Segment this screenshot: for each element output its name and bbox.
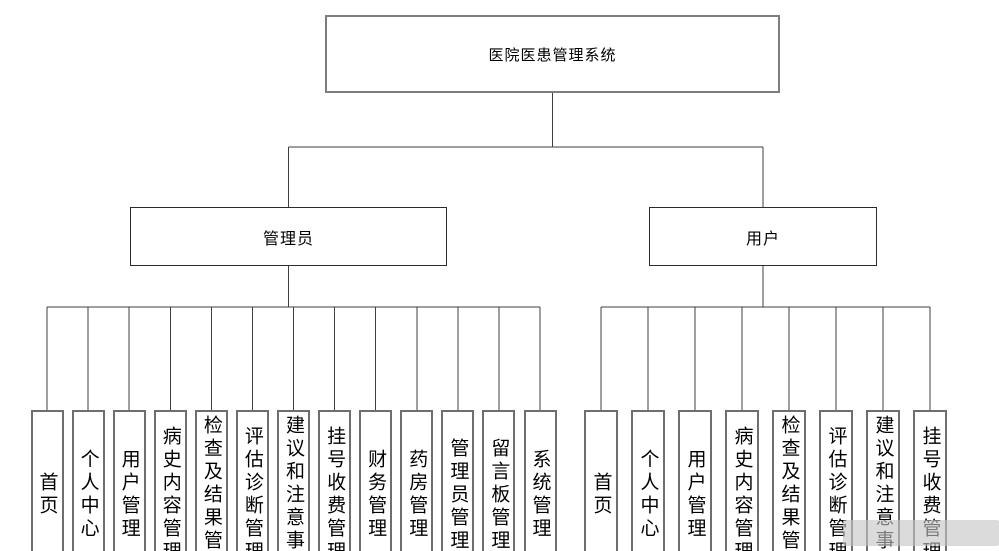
leaf-label: 检查及结果管理 bbox=[200, 414, 223, 551]
leaf-node-admin-3: 用户管理 bbox=[112, 410, 146, 551]
leaf-node-admin-2: 个人中心 bbox=[71, 410, 105, 551]
leaf-label: 病史内容管理 bbox=[731, 426, 754, 551]
leaf-label: 个人中心 bbox=[77, 449, 100, 541]
leaf-node-user-4: 病史内容管理 bbox=[725, 410, 759, 551]
leaf-label: 财务管理 bbox=[365, 449, 388, 541]
leaf-label: 留言板管理 bbox=[488, 437, 511, 551]
leaf-node-admin-13: 系统管理 bbox=[523, 410, 557, 551]
leaf-node-admin-5: 检查及结果管理 bbox=[194, 410, 228, 551]
leaf-label: 药房管理 bbox=[406, 449, 429, 541]
leaf-node-user-7: 建议和注意事项管理 bbox=[866, 410, 900, 551]
leaf-node-user-3: 用户管理 bbox=[678, 410, 712, 551]
leaf-node-user-5: 检查及结果管理 bbox=[772, 410, 806, 551]
leaf-label: 管理员管理 bbox=[447, 437, 470, 551]
leaf-node-admin-11: 管理员管理 bbox=[441, 410, 475, 551]
leaf-node-admin-6: 评估诊断管理 bbox=[235, 410, 269, 551]
leaf-label: 建议和注意事项管理 bbox=[283, 414, 305, 551]
branch-node-user: 用户 bbox=[649, 207, 877, 266]
leaf-label: 个人中心 bbox=[637, 449, 660, 541]
leaf-label: 系统管理 bbox=[529, 449, 552, 541]
leaf-label: 评估诊断管理 bbox=[241, 426, 264, 551]
leaf-node-user-6: 评估诊断管理 bbox=[819, 410, 853, 551]
leaf-node-user-8: 挂号收费管理 bbox=[913, 410, 947, 551]
leaf-label: 首页 bbox=[590, 472, 613, 518]
root-node: 医院医患管理系统 bbox=[325, 15, 780, 93]
leaf-node-admin-1: 首页 bbox=[30, 410, 64, 551]
leaf-node-admin-12: 留言板管理 bbox=[482, 410, 516, 551]
branch-node-administrator: 管理员 bbox=[130, 207, 447, 266]
leaf-label: 挂号收费管理 bbox=[324, 426, 347, 551]
leaf-label: 评估诊断管理 bbox=[825, 426, 848, 551]
leaf-node-admin-10: 药房管理 bbox=[400, 410, 434, 551]
leaf-label: 建议和注意事项管理 bbox=[872, 414, 895, 551]
leaf-label: 检查及结果管理 bbox=[778, 414, 801, 551]
leaf-node-admin-9: 财务管理 bbox=[359, 410, 393, 551]
leaf-label: 病史内容管理 bbox=[159, 426, 182, 551]
leaf-node-user-2: 个人中心 bbox=[631, 410, 665, 551]
leaf-label: 用户管理 bbox=[684, 449, 707, 541]
leaf-label: 用户管理 bbox=[118, 449, 141, 541]
leaf-node-user-1: 首页 bbox=[584, 410, 618, 551]
leaf-label: 首页 bbox=[36, 472, 59, 518]
leaf-node-admin-4: 病史内容管理 bbox=[153, 410, 187, 551]
leaf-node-admin-8: 挂号收费管理 bbox=[318, 410, 352, 551]
leaf-node-admin-7: 建议和注意事项管理 bbox=[277, 410, 310, 551]
leaf-label: 挂号收费管理 bbox=[919, 426, 942, 551]
